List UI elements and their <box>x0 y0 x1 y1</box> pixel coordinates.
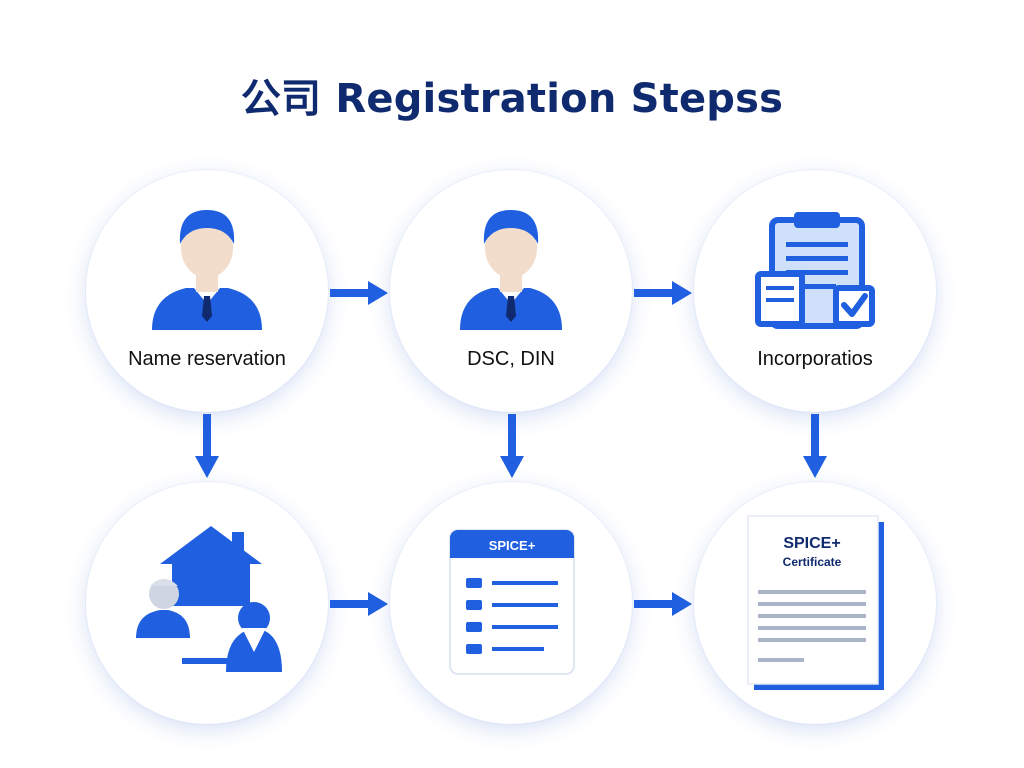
step-incorporation[interactable]: Incorporatios <box>694 170 936 412</box>
spice-form-icon: SPICE+ <box>449 529 575 675</box>
office-address-icon <box>136 526 282 672</box>
certificate-icon: SPICE+ Certificate <box>747 515 884 690</box>
arrow-down-icon <box>803 414 827 478</box>
businessman-icon <box>460 210 562 330</box>
certificate-subtitle: Certificate <box>783 555 842 569</box>
arrow-down-icon <box>500 414 524 478</box>
step-label: DSC, DIN <box>467 348 555 370</box>
step-label: Incorporatios <box>757 348 873 370</box>
arrow-right-icon <box>330 592 388 616</box>
arrow-right-icon <box>634 592 692 616</box>
step-label: Name reservation <box>128 348 286 370</box>
step-dsc-din[interactable]: DSC, DIN <box>390 170 632 412</box>
arrow-right-icon <box>634 281 692 305</box>
page-title: 公司 Registration Stepss <box>240 76 784 122</box>
step-certificate[interactable]: SPICE+ Certificate <box>694 482 936 724</box>
step-office-address[interactable] <box>86 482 328 724</box>
step-spice-form[interactable]: SPICE+ <box>390 482 632 724</box>
form-header: SPICE+ <box>489 538 536 553</box>
clipboard-check-icon <box>755 212 875 329</box>
step-name-reservation[interactable]: Name reservation <box>86 170 328 412</box>
certificate-title: SPICE+ <box>783 535 840 552</box>
businessman-icon <box>152 210 262 330</box>
arrow-right-icon <box>330 281 388 305</box>
arrow-down-icon <box>195 414 219 478</box>
